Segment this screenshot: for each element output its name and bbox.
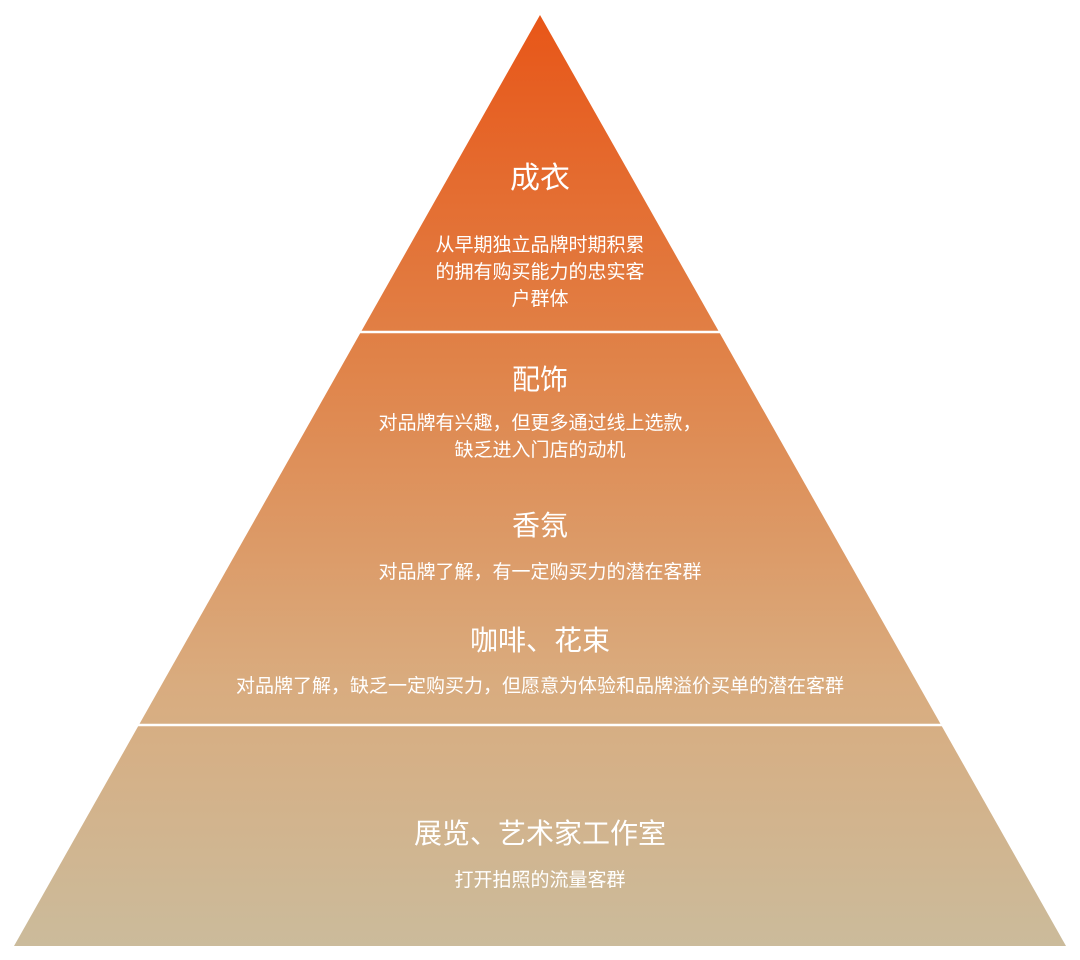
tier-description-line: 对品牌有兴趣，但更多通过线上选款， xyxy=(378,412,702,434)
tier-title-accessories: 配饰 xyxy=(511,363,568,396)
tier-description-accessories: 对品牌有兴趣，但更多通过线上选款， 缺乏进入门店的动机 xyxy=(0,410,1080,464)
tier-description-clothing: 从早期独立品牌时期积累 的拥有购买能力的忠实客 户群体 xyxy=(0,232,1080,313)
tier-description-line: 户群体 xyxy=(511,288,569,310)
tier-description-line: 对品牌了解，有一定购买力的潜在客群 xyxy=(378,561,702,583)
tier-title-coffee-flowers: 咖啡、花束 xyxy=(469,624,610,657)
tier-description-exhibition-studio: 打开拍照的流量客群 xyxy=(0,867,1080,894)
tier-title-fragrance: 香氛 xyxy=(511,509,568,542)
tier-description-line: 缺乏进入门店的动机 xyxy=(454,439,626,461)
tier-description-line: 对品牌了解，缺乏一定购买力，但愿意为体验和品牌溢价买单的潜在客群 xyxy=(235,675,844,697)
tier-description-line: 打开拍照的流量客群 xyxy=(454,869,626,891)
tier-description-line: 从早期独立品牌时期积累 xyxy=(435,234,645,256)
tier-title-clothing: 成衣 xyxy=(510,161,570,196)
tier-title-exhibition-studio: 展览、艺术家工作室 xyxy=(413,817,666,850)
pyramid-shape xyxy=(14,15,1066,946)
tier-description-coffee-flowers: 对品牌了解，缺乏一定购买力，但愿意为体验和品牌溢价买单的潜在客群 xyxy=(0,673,1080,700)
tier-description-line: 的拥有购买能力的忠实客 xyxy=(435,261,645,283)
tier-description-fragrance: 对品牌了解，有一定购买力的潜在客群 xyxy=(0,559,1080,586)
